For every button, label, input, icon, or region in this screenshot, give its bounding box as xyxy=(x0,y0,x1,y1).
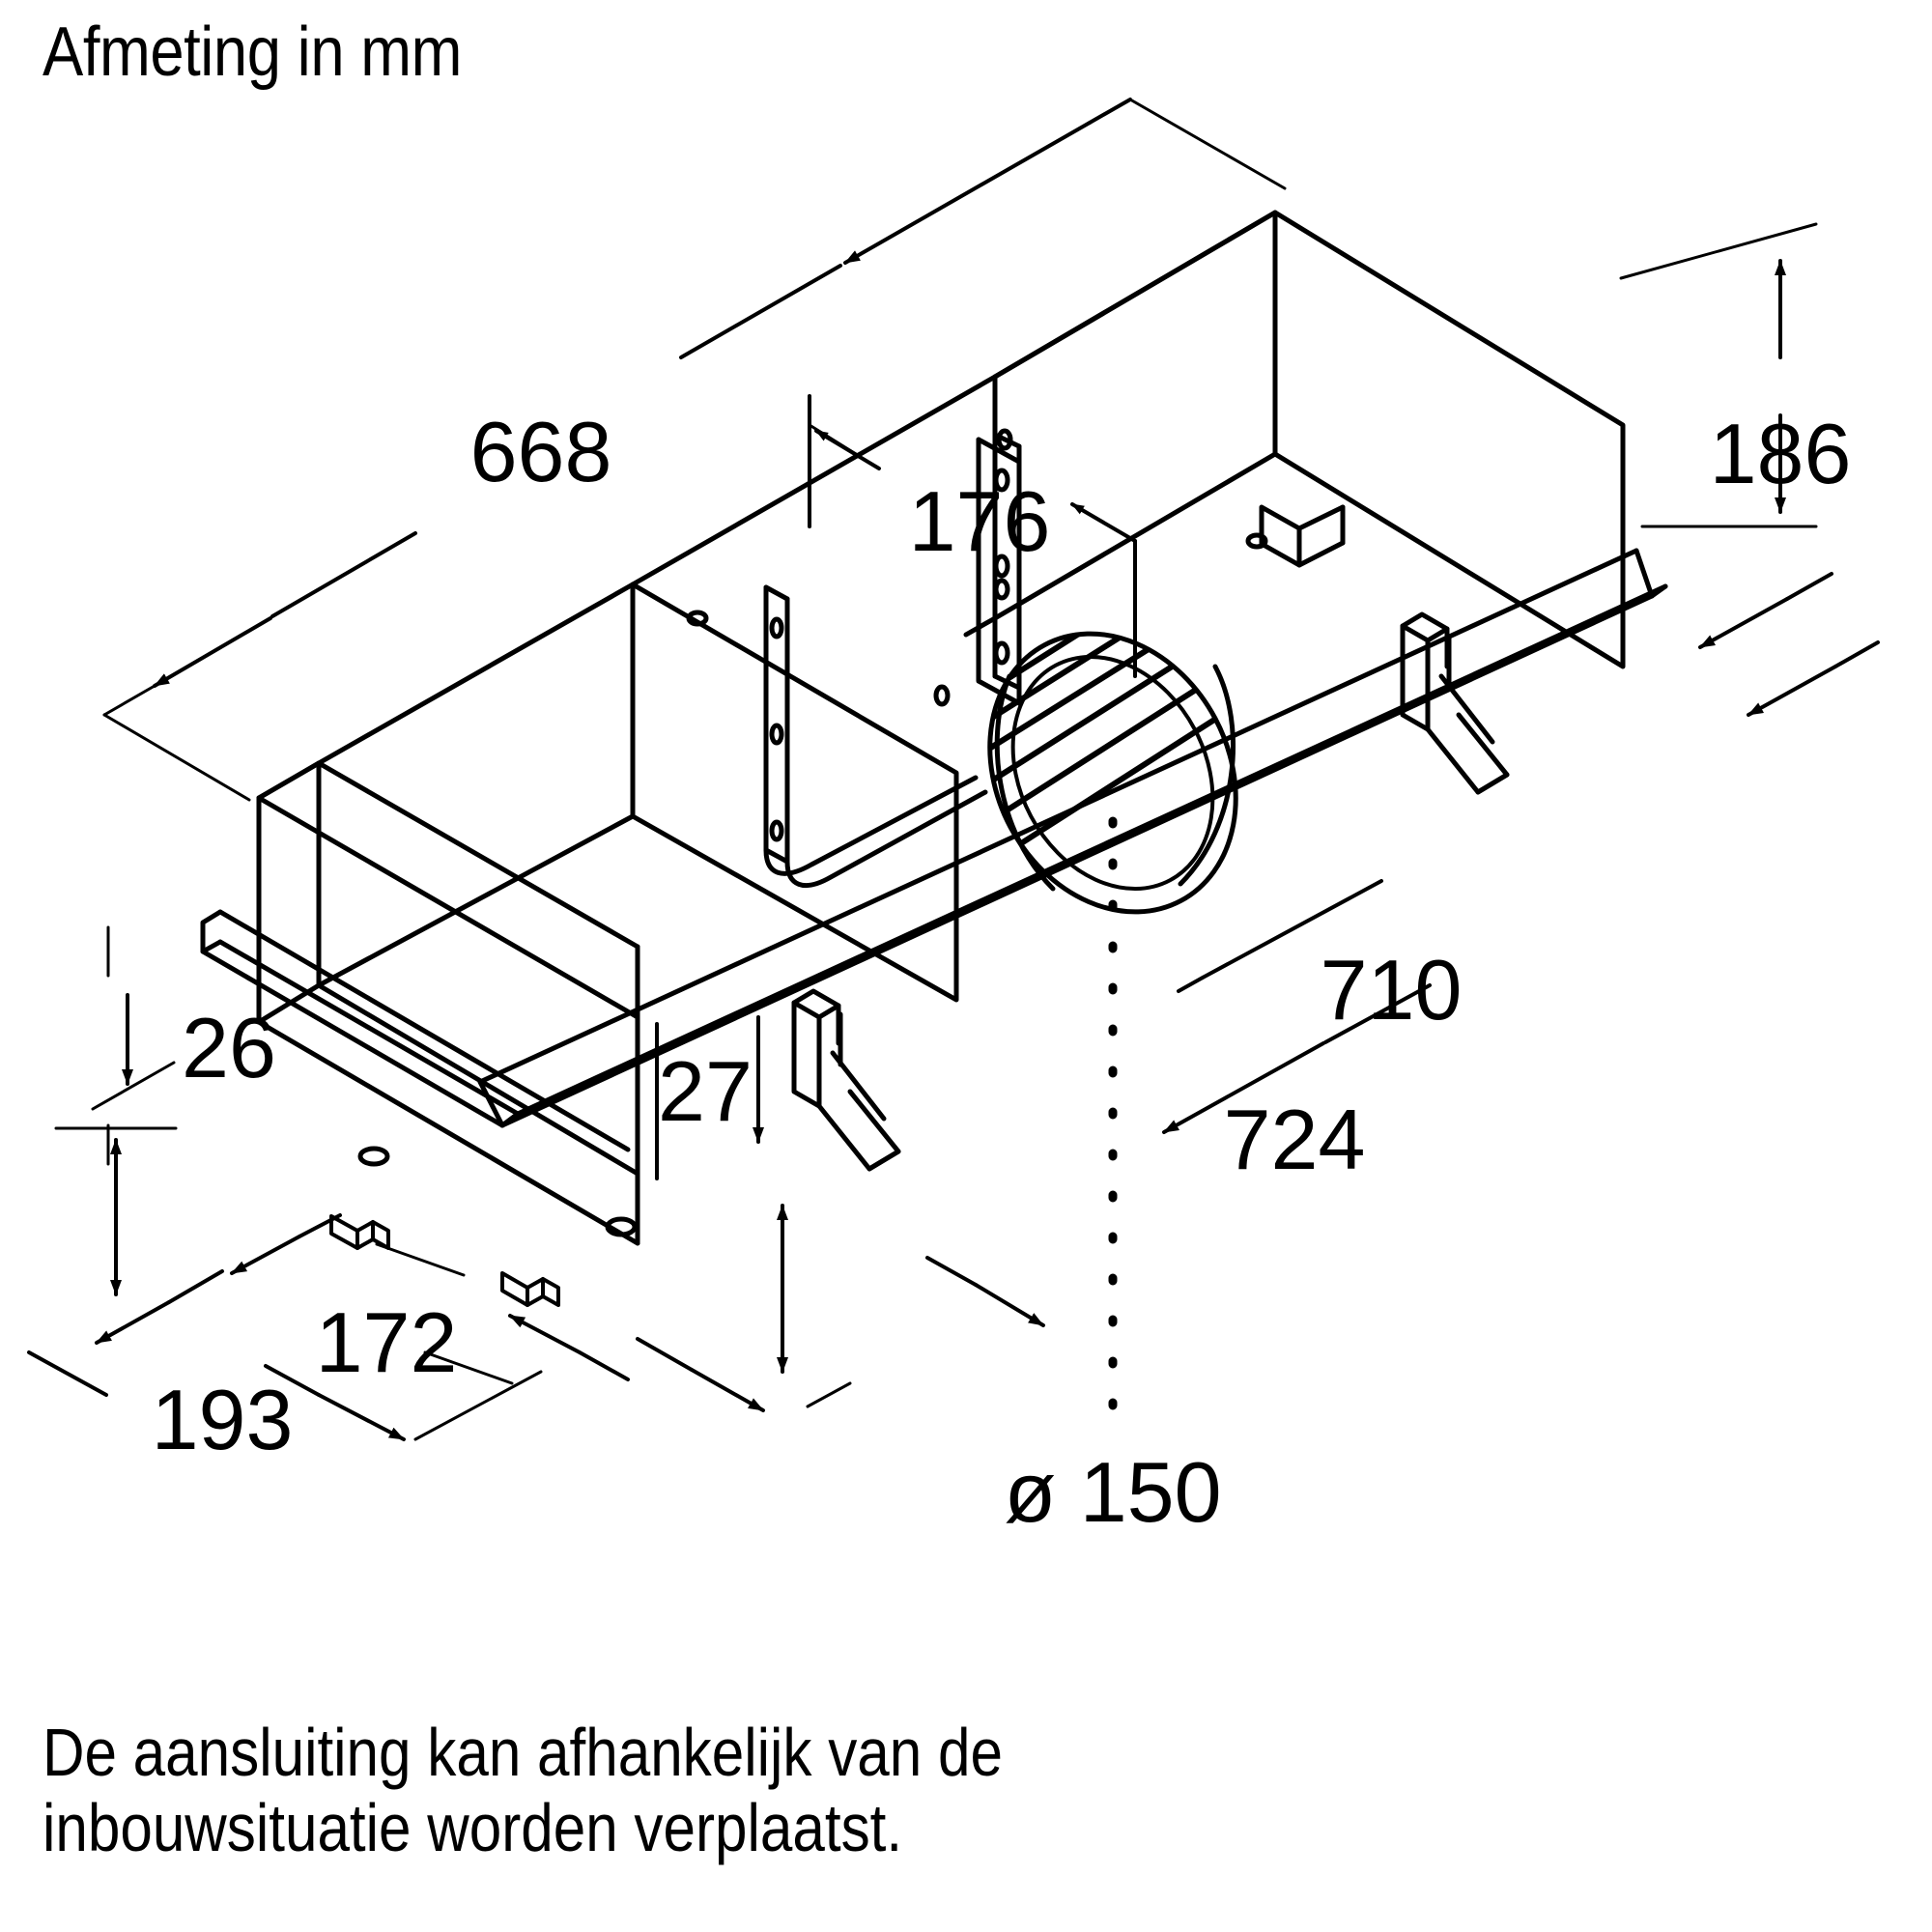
page-title: Afmeting in mm xyxy=(43,14,462,91)
dim-668-arrow-upper xyxy=(843,121,1092,265)
dim-724-arrow-left xyxy=(1162,1041,1325,1134)
dim-724-arrow-right xyxy=(1747,665,1837,717)
footer-note-line-2: inbouwsituatie worden verplaatst. xyxy=(43,1790,903,1866)
dim-193-arrow-right xyxy=(317,1393,406,1441)
dim-label-26: 26 xyxy=(182,1000,276,1095)
dim-label-193: 193 xyxy=(152,1372,294,1467)
dim-label-27: 27 xyxy=(658,1043,753,1139)
dim-193-arrow-left xyxy=(95,1300,171,1345)
dim-172-arrow-right xyxy=(508,1314,582,1354)
dim-label-668: 668 xyxy=(470,404,612,499)
mounting-clip-left xyxy=(791,988,901,1172)
dim-label-186: 186 xyxy=(1710,406,1852,501)
hood-body-geometry xyxy=(200,210,1668,1307)
dim-label-172: 172 xyxy=(316,1294,458,1390)
dim-label-710: 710 xyxy=(1321,942,1463,1037)
dim-label-176: 176 xyxy=(909,473,1051,569)
dim-710-arrow-right xyxy=(1698,597,1789,649)
dim-172-arrow-left xyxy=(230,1235,301,1275)
dim-label-duct-diameter: ø 150 xyxy=(1004,1444,1221,1540)
dim-label-724: 724 xyxy=(1224,1092,1366,1187)
dimension-lines xyxy=(27,98,1880,1441)
dim-668-arrow-lower xyxy=(153,616,272,688)
footer-note: De aansluiting kan afhankelijk van de in… xyxy=(43,1715,1455,1866)
footer-note-line-1: De aansluiting kan afhankelijk van de xyxy=(43,1715,1003,1790)
dimension-labels: 668 176 186 710 724 26 27 172 193 ø 150 xyxy=(152,404,1852,1540)
mounting-clip-right xyxy=(1400,611,1510,795)
